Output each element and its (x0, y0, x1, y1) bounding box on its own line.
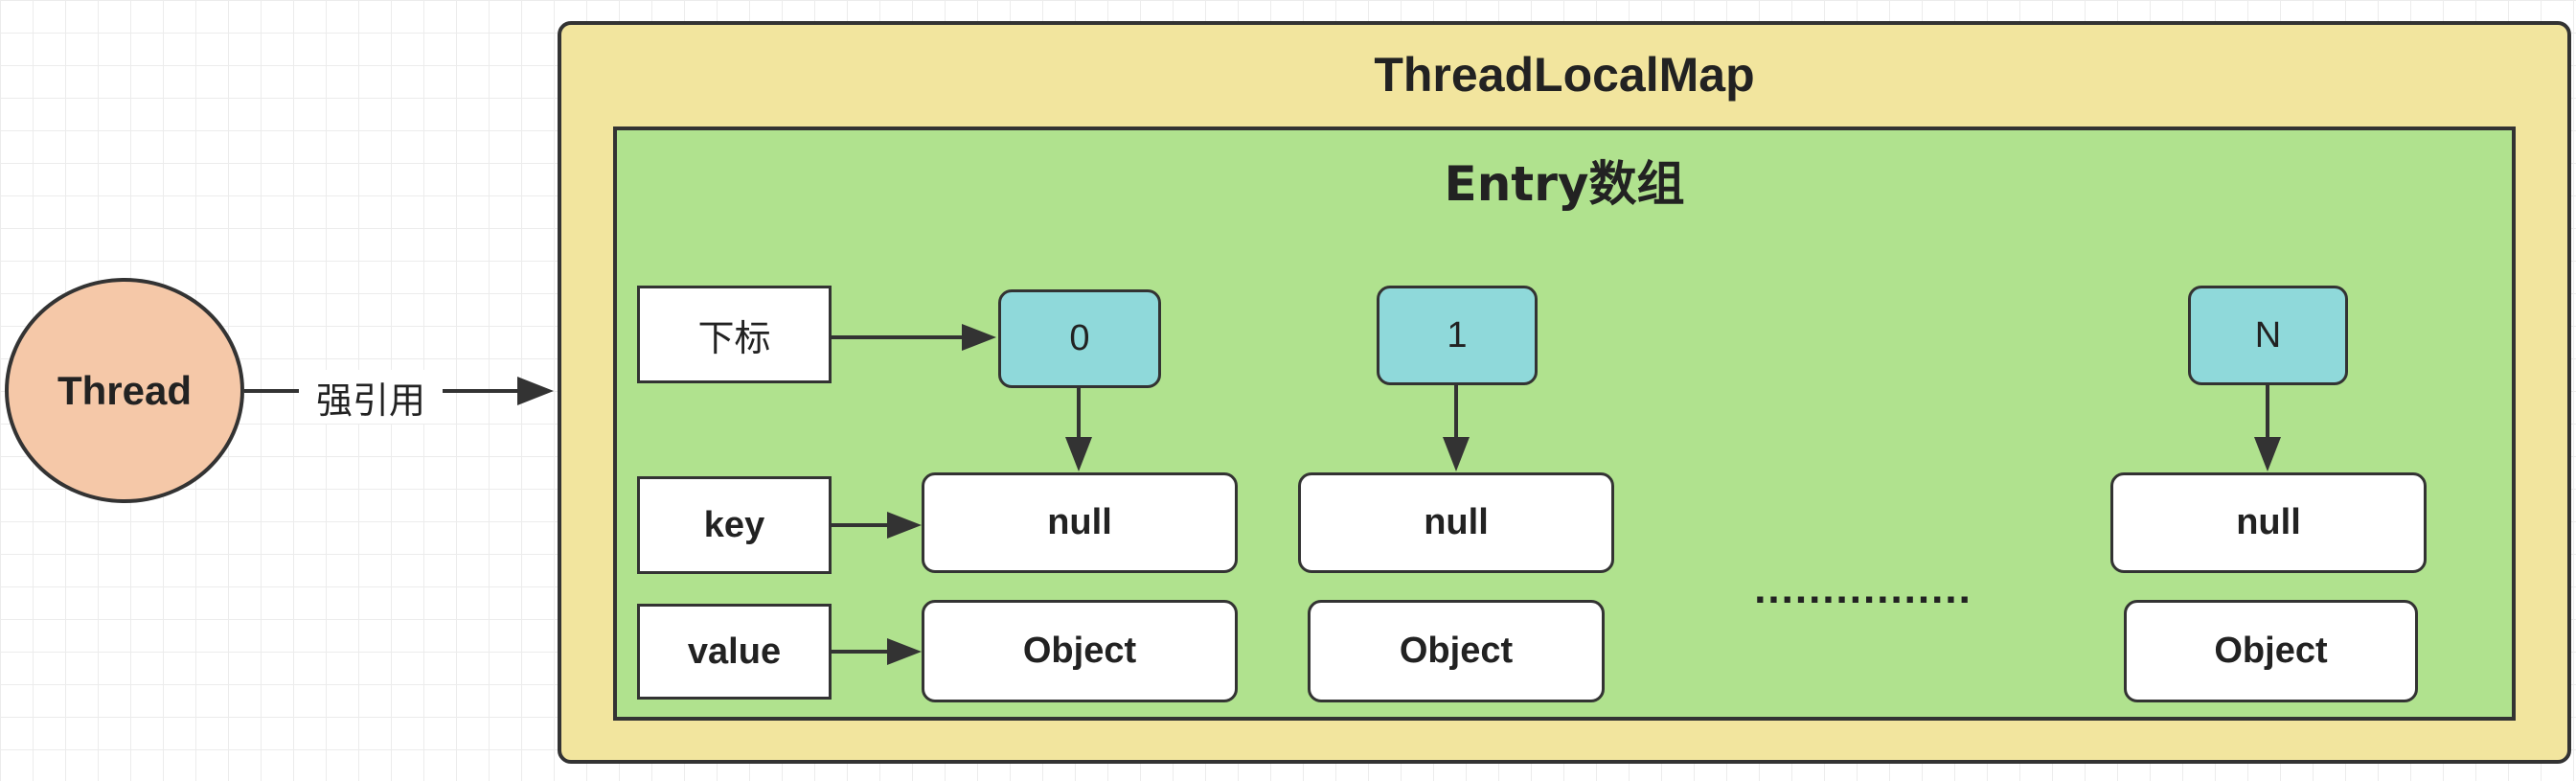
index-cell-n: N (2188, 286, 2348, 385)
entry-array-title: Entry数组 (1444, 156, 1685, 212)
key-cell-1: null (1298, 472, 1614, 573)
index-cell-0: 0 (998, 289, 1161, 388)
value-cell-1: Object (1308, 600, 1605, 702)
row-label-index: 下标 (637, 286, 832, 383)
threadlocalmap-title: ThreadLocalMap (1374, 48, 1755, 102)
index-cell-1: 1 (1377, 286, 1538, 385)
thread-to-map-arrowhead (517, 377, 554, 405)
key-cell-n: null (2110, 472, 2427, 573)
row-label-key: key (637, 476, 832, 574)
key-cell-0: null (922, 472, 1238, 573)
value-cell-n: Object (2124, 600, 2418, 702)
value-cell-0: Object (922, 600, 1238, 702)
thread-node: Thread (5, 278, 244, 503)
row-label-value: value (637, 604, 832, 700)
thread-label: Thread (57, 367, 193, 413)
strong-reference-label: 强引用 (299, 370, 443, 424)
ellipsis-text: ................ (1754, 565, 1972, 612)
